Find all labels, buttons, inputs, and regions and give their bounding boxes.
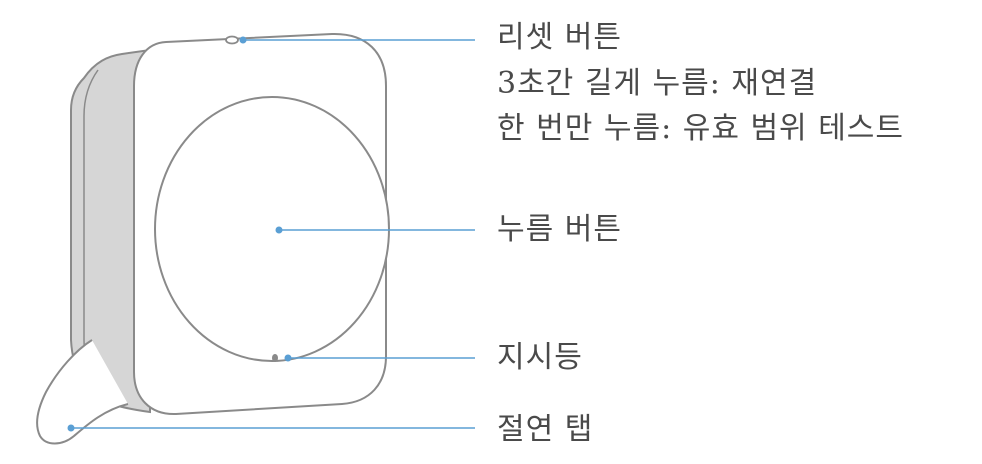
leader-dot-led (284, 354, 292, 362)
label-press-button: 누름 버튼 (497, 212, 622, 247)
leader-dot-reset (239, 36, 247, 44)
insulation-tab-shape (36, 339, 129, 445)
leader-dot-press (275, 226, 283, 234)
indicator-led (272, 354, 278, 362)
press-button-circle (154, 96, 390, 362)
label-reset-long-press: 3초간 길게 누름: 재연결 (497, 66, 818, 101)
label-reset-short-press: 한 번만 누름: 유효 범위 테스트 (497, 111, 904, 146)
label-reset-button: 리셋 버튼 (497, 20, 622, 55)
label-insulation-tab: 절연 탭 (497, 412, 594, 447)
leader-dot-tab (67, 424, 75, 432)
reset-hole (225, 35, 239, 45)
leader-lines (67, 36, 475, 432)
label-indicator-light: 지시등 (497, 340, 583, 375)
